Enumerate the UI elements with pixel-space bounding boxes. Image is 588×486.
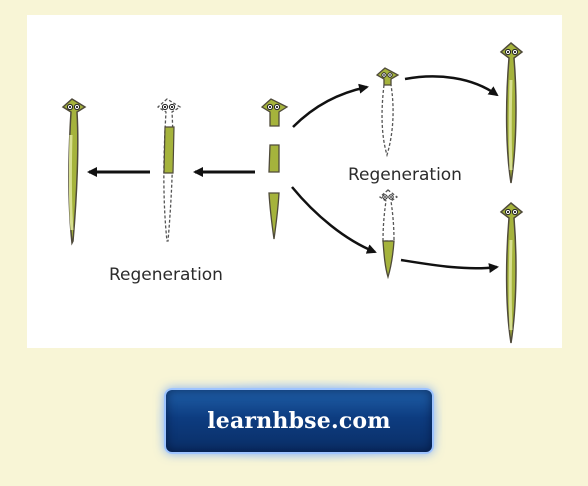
regeneration-label-right: Regeneration [348,165,462,185]
regeneration-label-left: Regeneration [109,265,223,285]
worm-tail-regenerating [378,189,399,280]
planaria-regeneration-diagram [61,42,524,344]
site-label: learnhbse.com [207,408,391,434]
site-badge[interactable]: learnhbse.com [156,380,442,462]
arrow-to-head-piece [292,83,369,128]
arrow-to-full-bottom-right [400,258,499,274]
worm-middle-regenerating [156,98,182,242]
worm-full-left [61,98,87,246]
diagram-panel: Regeneration Regeneration [27,15,562,348]
worm-full-bottom-right [499,202,524,344]
arrow-to-full-top-right [404,75,499,97]
worm-head-regenerating [375,67,400,158]
arrow-to-tail-piece [291,186,377,254]
worm-full-top-right [499,42,524,184]
worm-cut-original [260,98,289,240]
site-link-button[interactable]: learnhbse.com [164,388,434,454]
